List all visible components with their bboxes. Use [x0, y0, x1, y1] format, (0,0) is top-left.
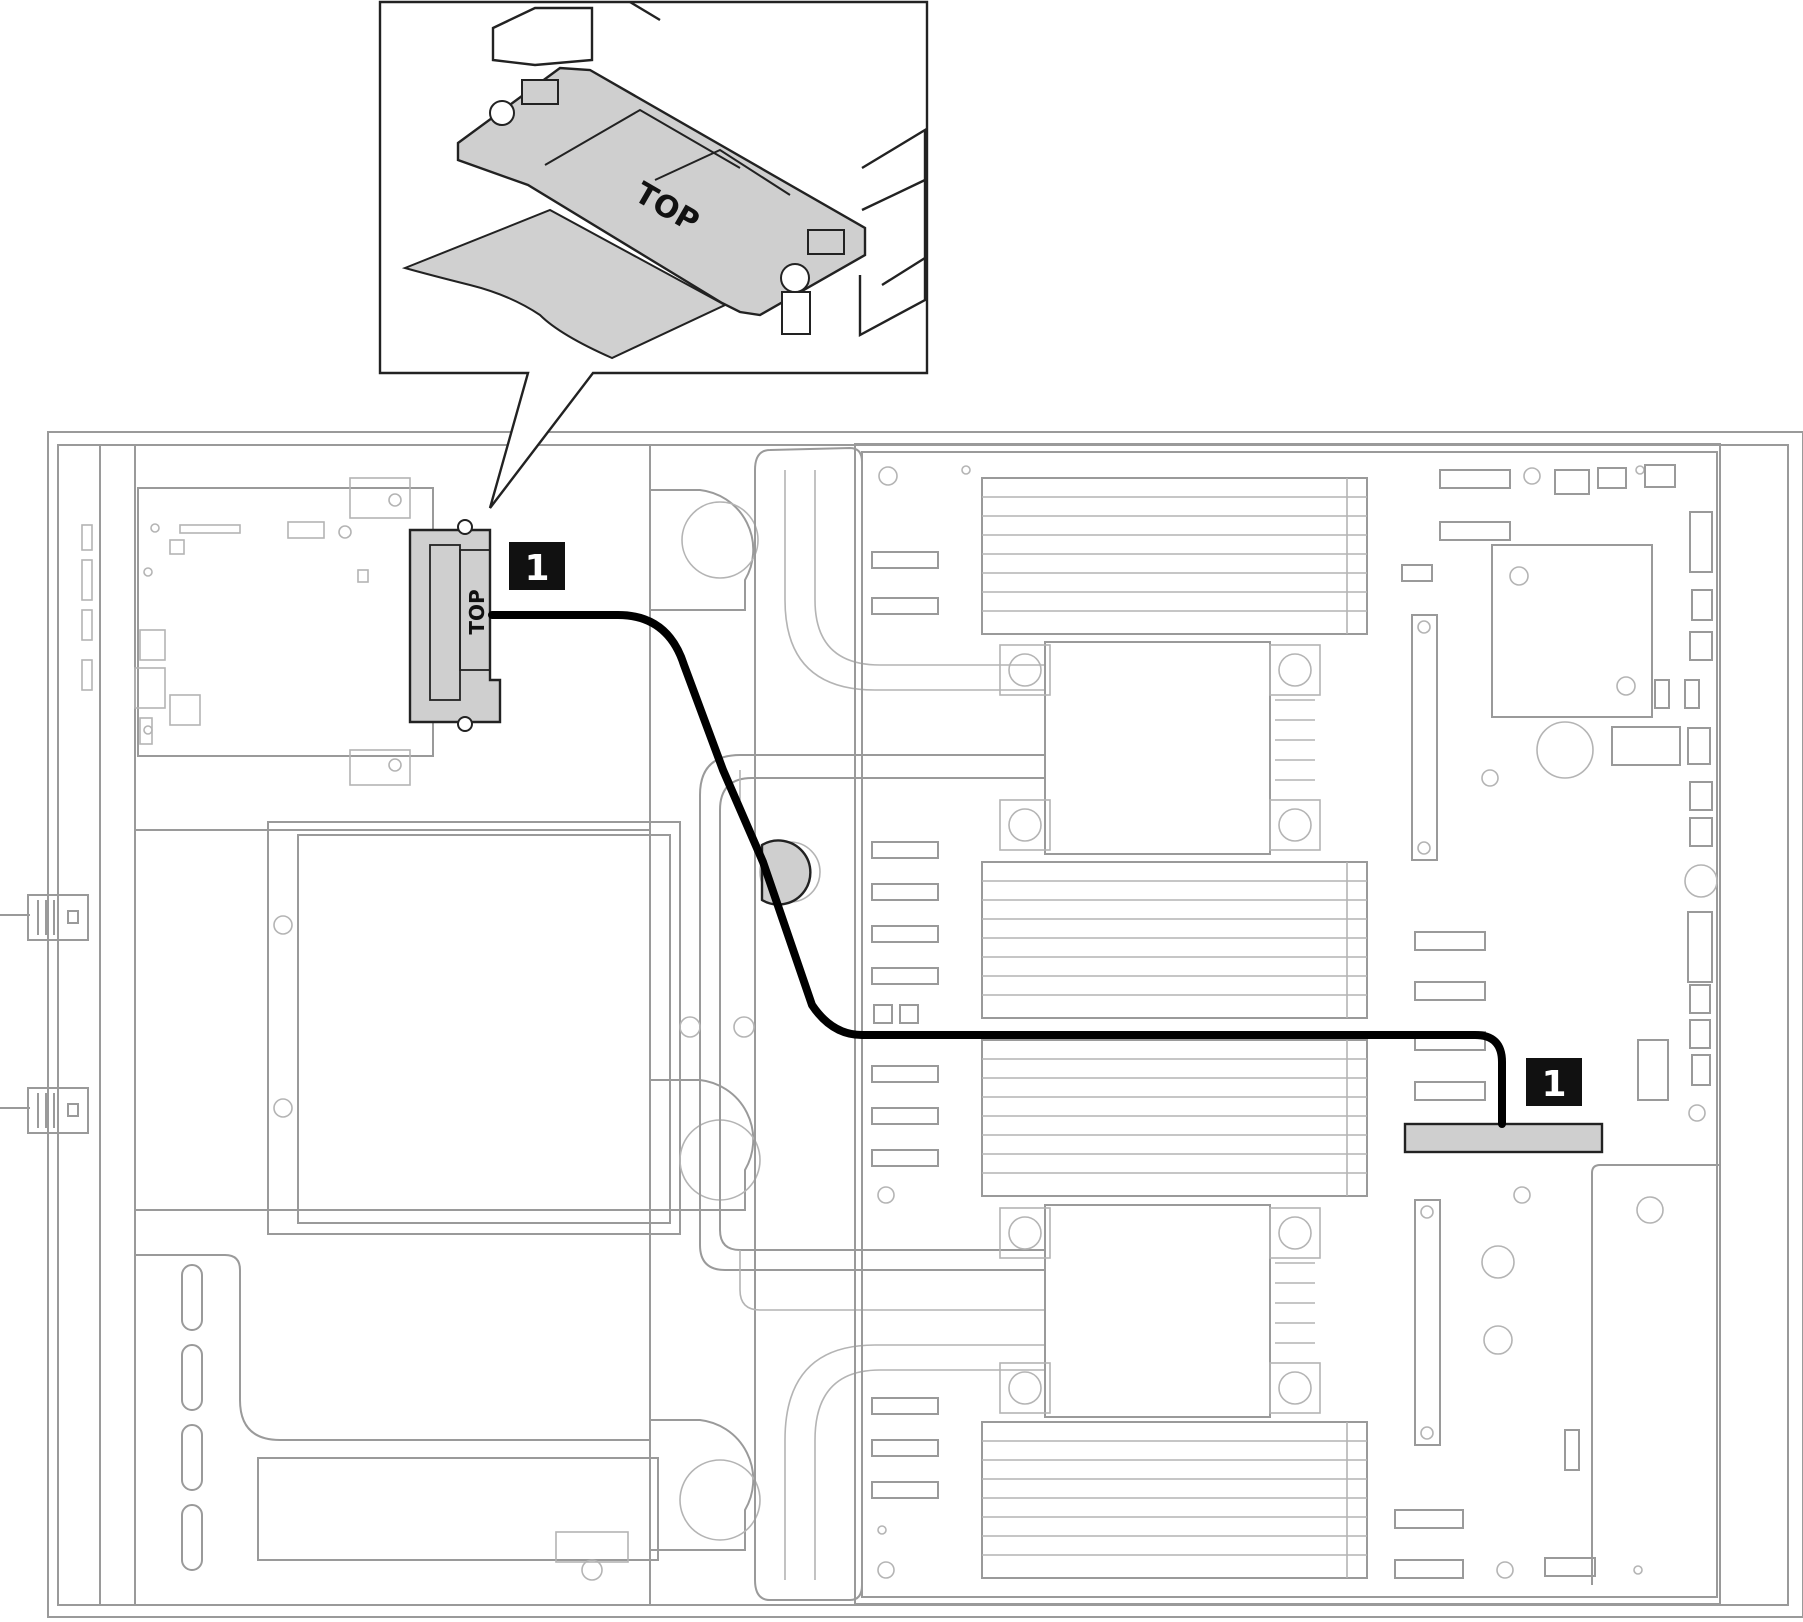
signal-cable	[488, 611, 1506, 1128]
callout-board: 1	[1526, 1058, 1582, 1106]
callout-riser-number: 1	[524, 548, 549, 589]
drive-cage	[267, 821, 681, 1235]
callout-board-number: 1	[1541, 1064, 1566, 1105]
dimm-bank-2	[981, 861, 1368, 1019]
front-handle-upper	[0, 894, 89, 941]
front-io-board	[134, 477, 434, 786]
dimm-bank-1	[981, 477, 1368, 635]
cpu-socket-2	[999, 1204, 1321, 1418]
cpu-socket-1	[999, 641, 1321, 855]
callout-riser: 1	[509, 542, 565, 590]
system-board	[854, 443, 1721, 1605]
detail-inset: TOP	[378, 0, 929, 509]
front-handle-lower	[0, 1087, 89, 1134]
inset-ribbon-cable	[401, 208, 728, 360]
rear-riser-cage	[135, 1254, 659, 1581]
riser-card-connector: TOP	[408, 519, 502, 732]
system-board-connector-target	[1403, 1122, 1604, 1154]
dimm-bank-3	[981, 1039, 1368, 1197]
dimm-bank-4	[981, 1421, 1368, 1579]
riser-top-label: TOP	[465, 589, 489, 634]
inset-connector-top	[456, 66, 867, 317]
liquid-cooling-loop	[679, 446, 1045, 1601]
